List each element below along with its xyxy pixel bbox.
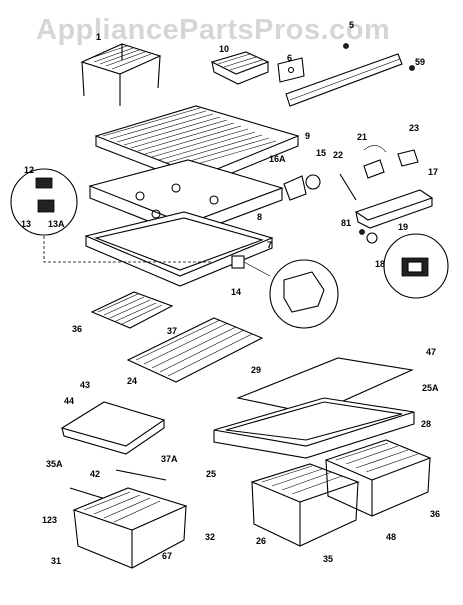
part-label: 18 — [375, 259, 386, 269]
part-label: 32 — [205, 532, 216, 542]
tray-part — [84, 211, 274, 287]
part-label: 12 — [24, 165, 35, 175]
part-label: 23 — [409, 123, 420, 133]
wire-rack-part — [80, 43, 162, 106]
part-label: 9 — [305, 131, 311, 141]
part-label: 35A — [46, 459, 63, 469]
part-label: 16A — [269, 154, 286, 164]
part-label: 14 — [231, 287, 242, 297]
part-label: 42 — [90, 469, 101, 479]
part-label: 17 — [428, 167, 439, 177]
meat-pan-cover-part — [60, 401, 166, 455]
part-label: 59 — [415, 57, 426, 67]
part-label: 44 — [64, 396, 75, 406]
part-label: 37 — [167, 326, 178, 336]
part-label: 24 — [127, 376, 138, 386]
part-label: 8 — [257, 212, 263, 222]
part-label: 1 — [96, 32, 102, 42]
control-part — [363, 145, 419, 179]
part-label: 26 — [256, 536, 267, 546]
cover-strip-part — [115, 469, 167, 481]
part-label: 28 — [421, 419, 432, 429]
watermark: AppliancePartsPros.com — [36, 14, 391, 46]
connector-detail-callout — [231, 255, 339, 329]
part-label: 25 — [206, 469, 217, 479]
light-housing-part — [354, 189, 434, 229]
part-label: 47 — [426, 347, 437, 357]
part-label: 35 — [323, 554, 334, 564]
part-label: 81 — [341, 218, 352, 228]
crisper-cover-part — [213, 397, 415, 459]
part-label: 13 — [21, 219, 32, 229]
part-label: 123 — [42, 515, 58, 525]
lamp-part — [283, 174, 321, 201]
bracket-part — [277, 57, 305, 83]
part-label: 25A — [422, 383, 439, 393]
hinge-detail-callout — [10, 168, 212, 263]
meat-pan-part — [72, 487, 188, 569]
part-label: 43 — [80, 380, 91, 390]
small-bin-part — [210, 51, 270, 85]
part-label: 15 — [316, 148, 327, 158]
part-label: 67 — [162, 551, 173, 561]
part-label: 19 — [398, 222, 409, 232]
part-label: 22 — [333, 150, 344, 160]
part-label: 36 — [72, 324, 83, 334]
wire-shelf-part — [90, 291, 174, 329]
crisper-drawer-right-part — [324, 439, 432, 517]
rod-part — [339, 173, 357, 201]
part-label: 31 — [51, 556, 62, 566]
switch-detail-callout — [383, 233, 449, 299]
part-label: 21 — [357, 132, 368, 142]
part-label: 36 — [430, 509, 441, 519]
part-label: 13A — [48, 219, 65, 229]
rail-part — [285, 43, 415, 107]
wire-shelf-lower-part — [126, 317, 264, 383]
part-label: 7 — [267, 240, 273, 250]
part-label: 6 — [287, 53, 293, 63]
part-label: 5 — [349, 20, 355, 30]
part-label: 48 — [386, 532, 397, 542]
crisper-drawer-left-part — [250, 463, 360, 547]
part-label: 29 — [251, 365, 262, 375]
part-label: 37A — [161, 454, 178, 464]
part-label: 10 — [219, 44, 230, 54]
